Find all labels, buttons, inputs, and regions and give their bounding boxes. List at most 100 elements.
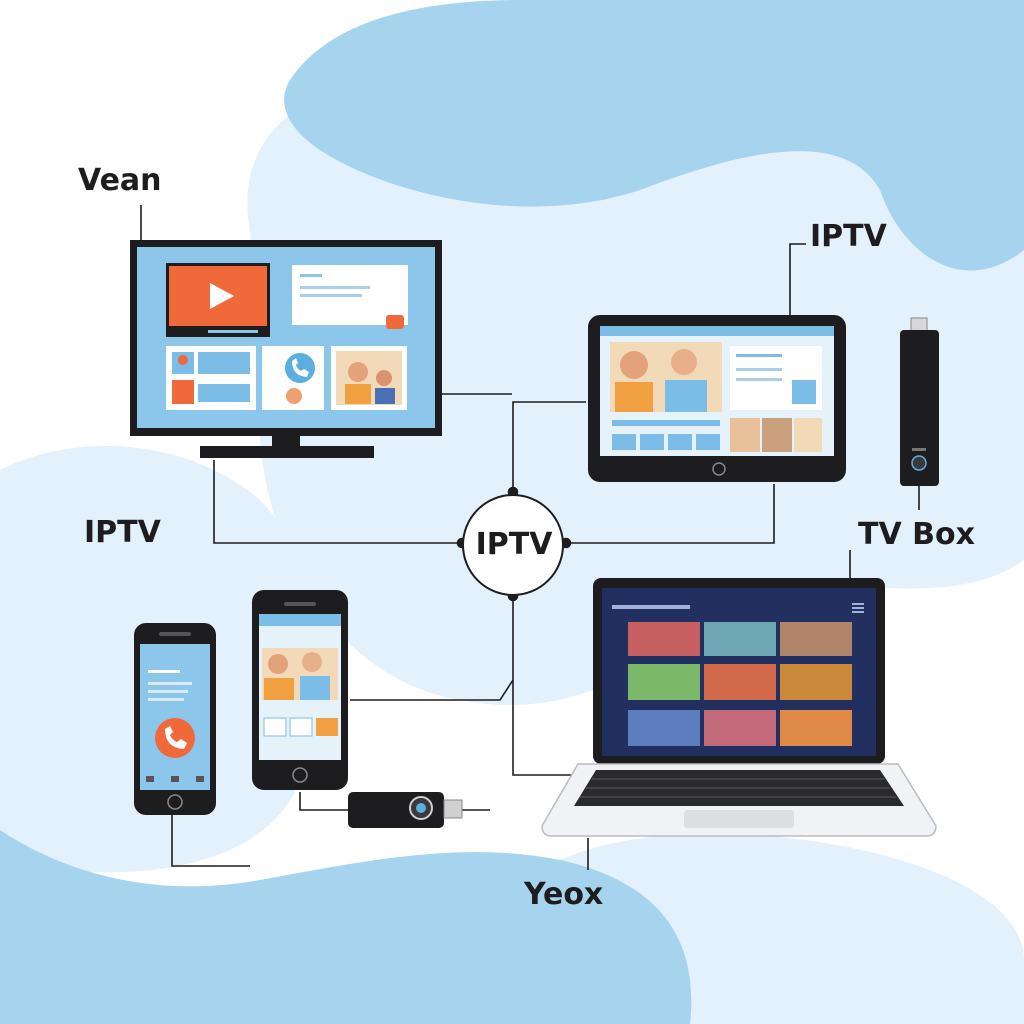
- monitor-neck: [272, 436, 300, 448]
- phone-icon: [285, 353, 315, 383]
- stick-label: [912, 448, 926, 451]
- line-phone-adapter: [299, 792, 348, 811]
- stick-body: [900, 330, 939, 486]
- phone-small-home-button[interactable]: [167, 794, 183, 810]
- app-tile-block: [198, 352, 250, 374]
- laptop-trackpad: [684, 810, 794, 828]
- blob-top-right: [284, 0, 1024, 271]
- line-hub-phone: [350, 679, 514, 701]
- keyboard-keys: [580, 778, 896, 798]
- person-body: [264, 678, 294, 700]
- person-face: [302, 652, 322, 672]
- left-label: IPTV: [84, 515, 161, 550]
- laptop-thumb: [780, 664, 852, 700]
- person-icon: [178, 355, 188, 365]
- phone-small-line: [148, 682, 192, 685]
- tablet-device: [588, 315, 846, 482]
- tablet-tile: [696, 434, 720, 450]
- phone-small-nav: [196, 776, 204, 782]
- app-tile-block: [172, 380, 194, 404]
- laptop-thumb: [628, 710, 700, 746]
- phone-large-tile: [263, 717, 287, 737]
- tablet-tile: [668, 434, 692, 450]
- hub-label: IPTV: [475, 527, 553, 562]
- phone-large-speaker: [284, 602, 316, 606]
- stick-connector: [910, 317, 928, 333]
- info-card-icon-box: [792, 380, 816, 404]
- tablet-thumb: [762, 418, 792, 452]
- laptop-thumb: [704, 664, 776, 700]
- monitor-device: [130, 240, 442, 458]
- line-monitor-hub: [213, 460, 462, 544]
- laptop-device: [541, 578, 937, 837]
- line-hub-tablet-bottom: [566, 484, 775, 544]
- monitor-base: [200, 446, 374, 458]
- line-iptv-top-label: [789, 243, 806, 318]
- tablet-label: IPTV: [810, 219, 887, 254]
- phone-small-screen: [140, 644, 210, 790]
- phone-large-device: [252, 590, 348, 790]
- info-card-line: [736, 354, 782, 357]
- line-small-phone: [171, 815, 250, 867]
- laptop-thumb: [628, 664, 700, 700]
- play-icon: [210, 283, 234, 309]
- camera-icon: [911, 455, 927, 471]
- tablet-bar: [612, 420, 720, 426]
- usb-adapter-device: [348, 792, 463, 828]
- info-card-line: [736, 378, 782, 381]
- laptop-thumb: [628, 622, 700, 656]
- line-hub-laptop: [512, 598, 580, 776]
- phone-handset-glyph: [292, 358, 309, 377]
- info-card-line: [300, 286, 370, 289]
- person-body: [615, 382, 653, 412]
- person-body: [665, 380, 707, 412]
- info-card-line: [736, 368, 782, 371]
- info-card-line: [300, 274, 322, 277]
- laptop-title-bar: [612, 605, 690, 609]
- tablet-thumb: [730, 418, 760, 452]
- camera-lens: [416, 803, 426, 813]
- iptv-hub-circle: [462, 494, 564, 596]
- tablet-tile: [612, 434, 636, 450]
- tv-box-stick: [900, 317, 939, 486]
- tablet-home-button[interactable]: [712, 462, 726, 476]
- tablet-topbar: [600, 326, 834, 336]
- monitor-label: Vean: [78, 163, 162, 198]
- laptop-thumb: [704, 710, 776, 746]
- person-face: [376, 370, 392, 386]
- blob-bottom-left: [0, 830, 692, 1024]
- phone-icon[interactable]: [155, 718, 195, 758]
- laptop-thumb: [704, 622, 776, 656]
- line-hub-tablet: [512, 401, 586, 492]
- phone-small-nav: [146, 776, 154, 782]
- person-face: [348, 362, 368, 382]
- person-body: [375, 388, 395, 404]
- menu-icon: [852, 603, 864, 613]
- person-face: [268, 654, 288, 674]
- phone-small-device: [134, 623, 216, 815]
- info-card-badge: [386, 315, 404, 329]
- info-card-line: [300, 294, 362, 297]
- laptop-label: Yeox: [524, 877, 604, 912]
- phone-small-nav: [171, 776, 179, 782]
- person-body: [300, 676, 330, 700]
- phone-small-speaker: [159, 632, 191, 636]
- phone-small-line: [148, 698, 184, 701]
- phone-large-tile: [289, 717, 313, 737]
- tablet-thumb: [794, 418, 822, 452]
- person-body: [345, 384, 371, 404]
- adapter-plug: [443, 799, 463, 819]
- tablet-tile: [640, 434, 664, 450]
- laptop-thumb: [780, 710, 852, 746]
- person-face: [620, 351, 648, 379]
- phone-small-line: [148, 690, 188, 693]
- app-tile-block: [198, 384, 250, 402]
- phone-small-line: [148, 670, 180, 673]
- phone-large-home-button[interactable]: [292, 767, 308, 783]
- person-avatar: [286, 388, 302, 404]
- laptop-thumb: [780, 622, 852, 656]
- phone-large-tile: [316, 718, 338, 736]
- phone-large-topbar: [259, 614, 341, 626]
- person-face: [671, 349, 697, 375]
